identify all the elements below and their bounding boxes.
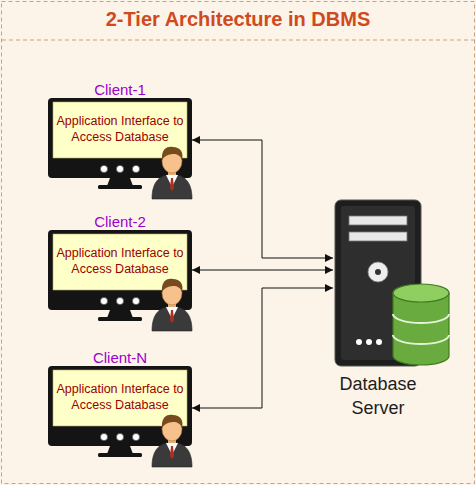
- diagram-title: 2-Tier Architecture in DBMS: [0, 8, 476, 31]
- client-illustration: [48, 230, 192, 331]
- power-dot: [375, 269, 381, 275]
- client-label: Client-2: [48, 213, 192, 230]
- interface-text: Application Interface to Access Database: [56, 234, 184, 288]
- drive-slot: [349, 216, 407, 225]
- connector-arrow: [192, 288, 333, 408]
- server-illustration: [335, 200, 449, 366]
- database-cylinder: [393, 293, 449, 365]
- interface-text: Application Interface to Access Database: [56, 102, 184, 156]
- client-illustration: [48, 98, 192, 199]
- drive-slot: [349, 232, 407, 241]
- server-box: Database Server: [333, 200, 433, 425]
- cylinder-band: [393, 314, 449, 323]
- connector-arrow: [192, 140, 333, 258]
- client-box: Client-2Application Interface to Access …: [48, 212, 192, 334]
- server-light: [376, 339, 382, 345]
- client-label: Client-1: [48, 81, 192, 98]
- client-illustration: [48, 366, 192, 467]
- title-divider: [2, 40, 474, 41]
- server-label: Database Server: [333, 372, 423, 420]
- client-box: Client-1Application Interface to Access …: [48, 80, 192, 202]
- connector-arrow: [192, 270, 333, 271]
- interface-text: Application Interface to Access Database: [56, 370, 184, 424]
- client-label: Client-N: [48, 349, 192, 366]
- cylinder-top: [393, 284, 449, 302]
- cylinder-band: [393, 335, 449, 344]
- server-light: [356, 339, 362, 345]
- server-light: [366, 339, 372, 345]
- client-box: Client-N Application Interface to Access …: [48, 348, 192, 470]
- power-button: [368, 262, 388, 282]
